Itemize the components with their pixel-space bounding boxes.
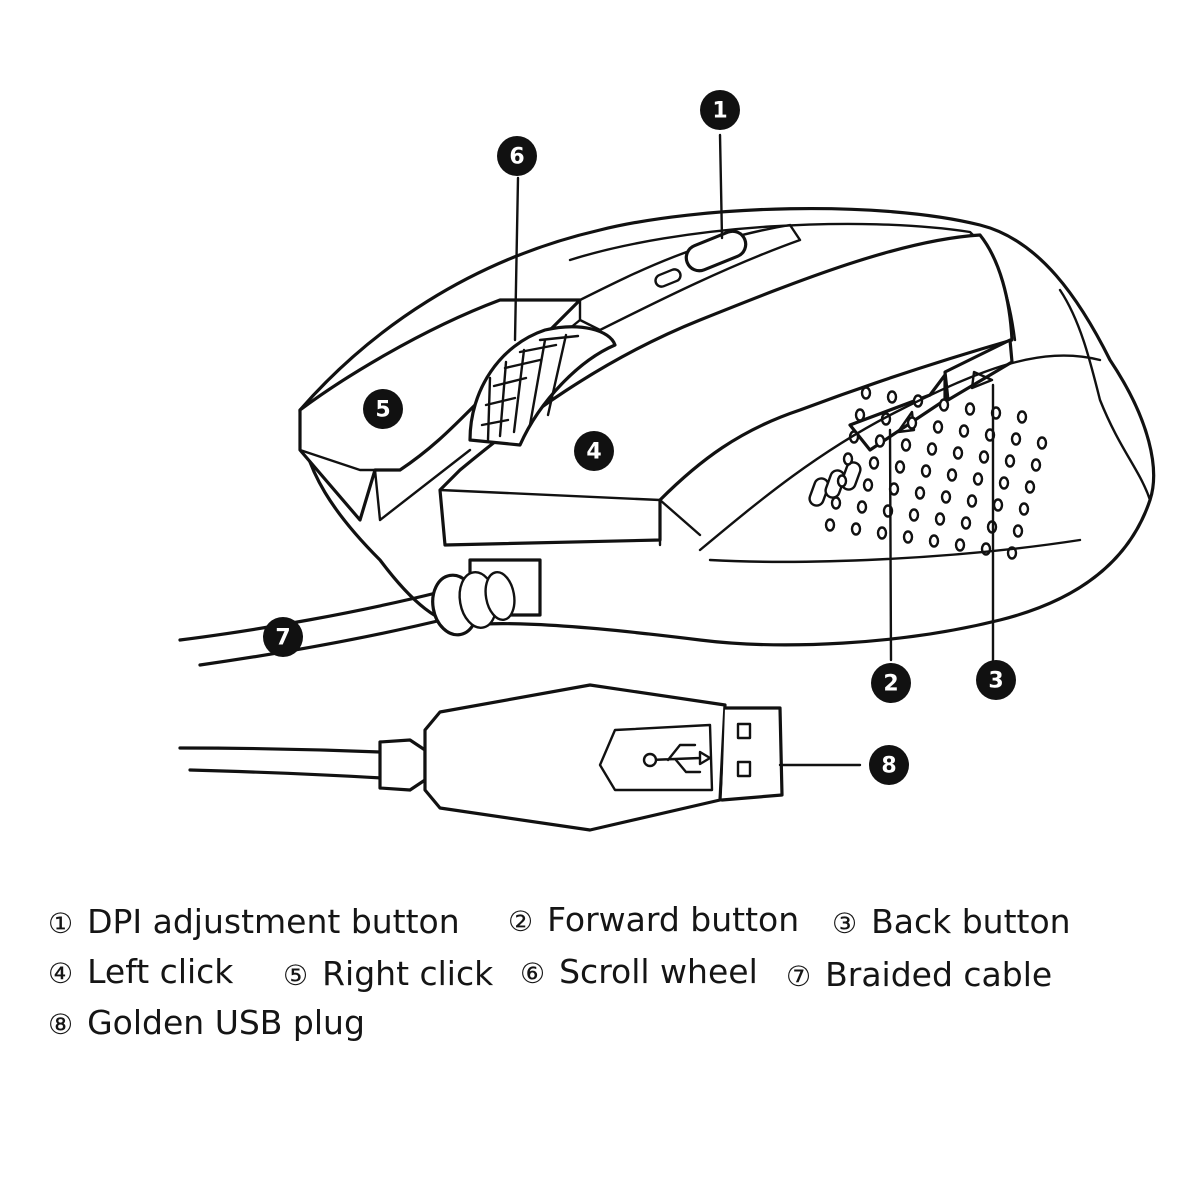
legend-item-5: ⑤ Right click xyxy=(283,954,493,993)
grip-dot xyxy=(906,416,918,430)
grip-dot xyxy=(854,408,866,422)
mouse-diagram: 1 2 3 4 5 6 7 8 xyxy=(178,90,1156,832)
legend-item-6: ⑥ Scroll wheel xyxy=(520,952,758,991)
legend-label: DPI adjustment button xyxy=(87,902,460,941)
grip-dot xyxy=(914,486,926,500)
legend-label: Braided cable xyxy=(825,955,1053,994)
grip-dot xyxy=(958,424,970,438)
callout-8: 8 xyxy=(869,745,909,785)
leader-lines xyxy=(513,133,995,662)
callout-7: 7 xyxy=(263,617,303,657)
legend-item-2: ② Forward button xyxy=(508,900,799,939)
grip-dot xyxy=(908,508,920,522)
grip-dot xyxy=(1030,458,1042,472)
legend-marker: ⑤ xyxy=(283,959,309,992)
grip-dot xyxy=(964,402,976,416)
grip-dot xyxy=(992,498,1004,512)
grip-dot xyxy=(868,456,880,470)
grip-dot xyxy=(886,390,898,404)
grip-dot xyxy=(954,538,966,552)
callout-3: 3 xyxy=(976,660,1016,700)
left-click-side-edge xyxy=(658,498,702,537)
right-click-front-face xyxy=(298,408,377,472)
grip-dot xyxy=(900,438,912,452)
grip-dot xyxy=(966,494,978,508)
svg-text:8: 8 xyxy=(881,754,896,779)
grip-dot xyxy=(836,474,848,488)
grip-dot xyxy=(1016,410,1028,424)
legend-item-3: ③ Back button xyxy=(832,902,1071,941)
mouse-side-ridge xyxy=(1058,288,1152,502)
grip-dot xyxy=(972,472,984,486)
usb-logo-icon xyxy=(648,743,712,774)
svg-text:2: 2 xyxy=(883,672,898,697)
legend-item-1: ① DPI adjustment button xyxy=(48,902,460,941)
grip-dot xyxy=(1018,502,1030,516)
grip-dot xyxy=(830,496,842,510)
legend-marker: ③ xyxy=(832,907,858,940)
grip-dot xyxy=(934,512,946,526)
grip-dot xyxy=(856,500,868,514)
legend-label: Scroll wheel xyxy=(559,952,758,991)
svg-text:6: 6 xyxy=(509,145,524,170)
callout-2: 2 xyxy=(871,663,911,703)
svg-text:3: 3 xyxy=(988,669,1003,694)
svg-text:5: 5 xyxy=(375,398,390,423)
grip-dot xyxy=(1010,432,1022,446)
svg-text:4: 4 xyxy=(586,440,601,465)
legend-label: Right click xyxy=(322,954,494,993)
legend-marker: ② xyxy=(508,905,534,938)
grip-dot xyxy=(842,452,854,466)
grip-dot xyxy=(902,530,914,544)
scroll-wheel-texture xyxy=(480,333,580,442)
legend-marker: ① xyxy=(48,907,74,940)
grip-dot xyxy=(876,526,888,540)
grip-dot xyxy=(1036,436,1048,450)
grip-dot xyxy=(1012,524,1024,538)
svg-text:7: 7 xyxy=(275,626,290,651)
legend-marker: ⑦ xyxy=(786,960,812,993)
callout-5: 5 xyxy=(363,389,403,429)
legend-label: Forward button xyxy=(547,900,800,939)
legend-marker: ⑧ xyxy=(48,1008,74,1041)
grip-dot xyxy=(874,434,886,448)
braided-cable xyxy=(178,571,516,667)
usb-plug xyxy=(178,683,862,832)
grip-dot xyxy=(920,464,932,478)
grip-dot xyxy=(952,446,964,460)
grip-dot xyxy=(1024,480,1036,494)
legend-label: Left click xyxy=(87,952,234,991)
grip-dot xyxy=(928,534,940,548)
legend-label: Back button xyxy=(871,902,1071,941)
legend-marker: ⑥ xyxy=(520,957,546,990)
center-channel xyxy=(578,223,802,332)
legend-item-8: ⑧ Golden USB plug xyxy=(48,1003,365,1042)
grip-dot xyxy=(850,522,862,536)
grip-dot xyxy=(926,442,938,456)
legend-item-4: ④ Left click xyxy=(48,952,233,991)
grip-dot xyxy=(946,468,958,482)
callout-4: 4 xyxy=(574,431,614,471)
grip-dot xyxy=(1004,454,1016,468)
grip-dot xyxy=(938,398,950,412)
grip-dot xyxy=(960,516,972,530)
thumb-rest-outline xyxy=(698,354,1102,563)
callout-1: 1 xyxy=(700,90,740,130)
grip-dot xyxy=(860,386,872,400)
back-arrow-icon xyxy=(970,370,994,390)
legend-item-7: ⑦ Braided cable xyxy=(786,955,1052,994)
grip-dot xyxy=(978,450,990,464)
dpi-button xyxy=(684,229,748,273)
legend-label: Golden USB plug xyxy=(87,1003,365,1042)
grip-dot xyxy=(940,490,952,504)
grip-dot xyxy=(932,420,944,434)
dpi-indicator xyxy=(654,268,682,288)
grip-dot xyxy=(862,478,874,492)
callout-6: 6 xyxy=(497,136,537,176)
legend-marker: ④ xyxy=(48,957,74,990)
grip-dot xyxy=(998,476,1010,490)
grip-dot xyxy=(824,518,836,532)
svg-text:1: 1 xyxy=(712,99,727,124)
grip-dot xyxy=(894,460,906,474)
